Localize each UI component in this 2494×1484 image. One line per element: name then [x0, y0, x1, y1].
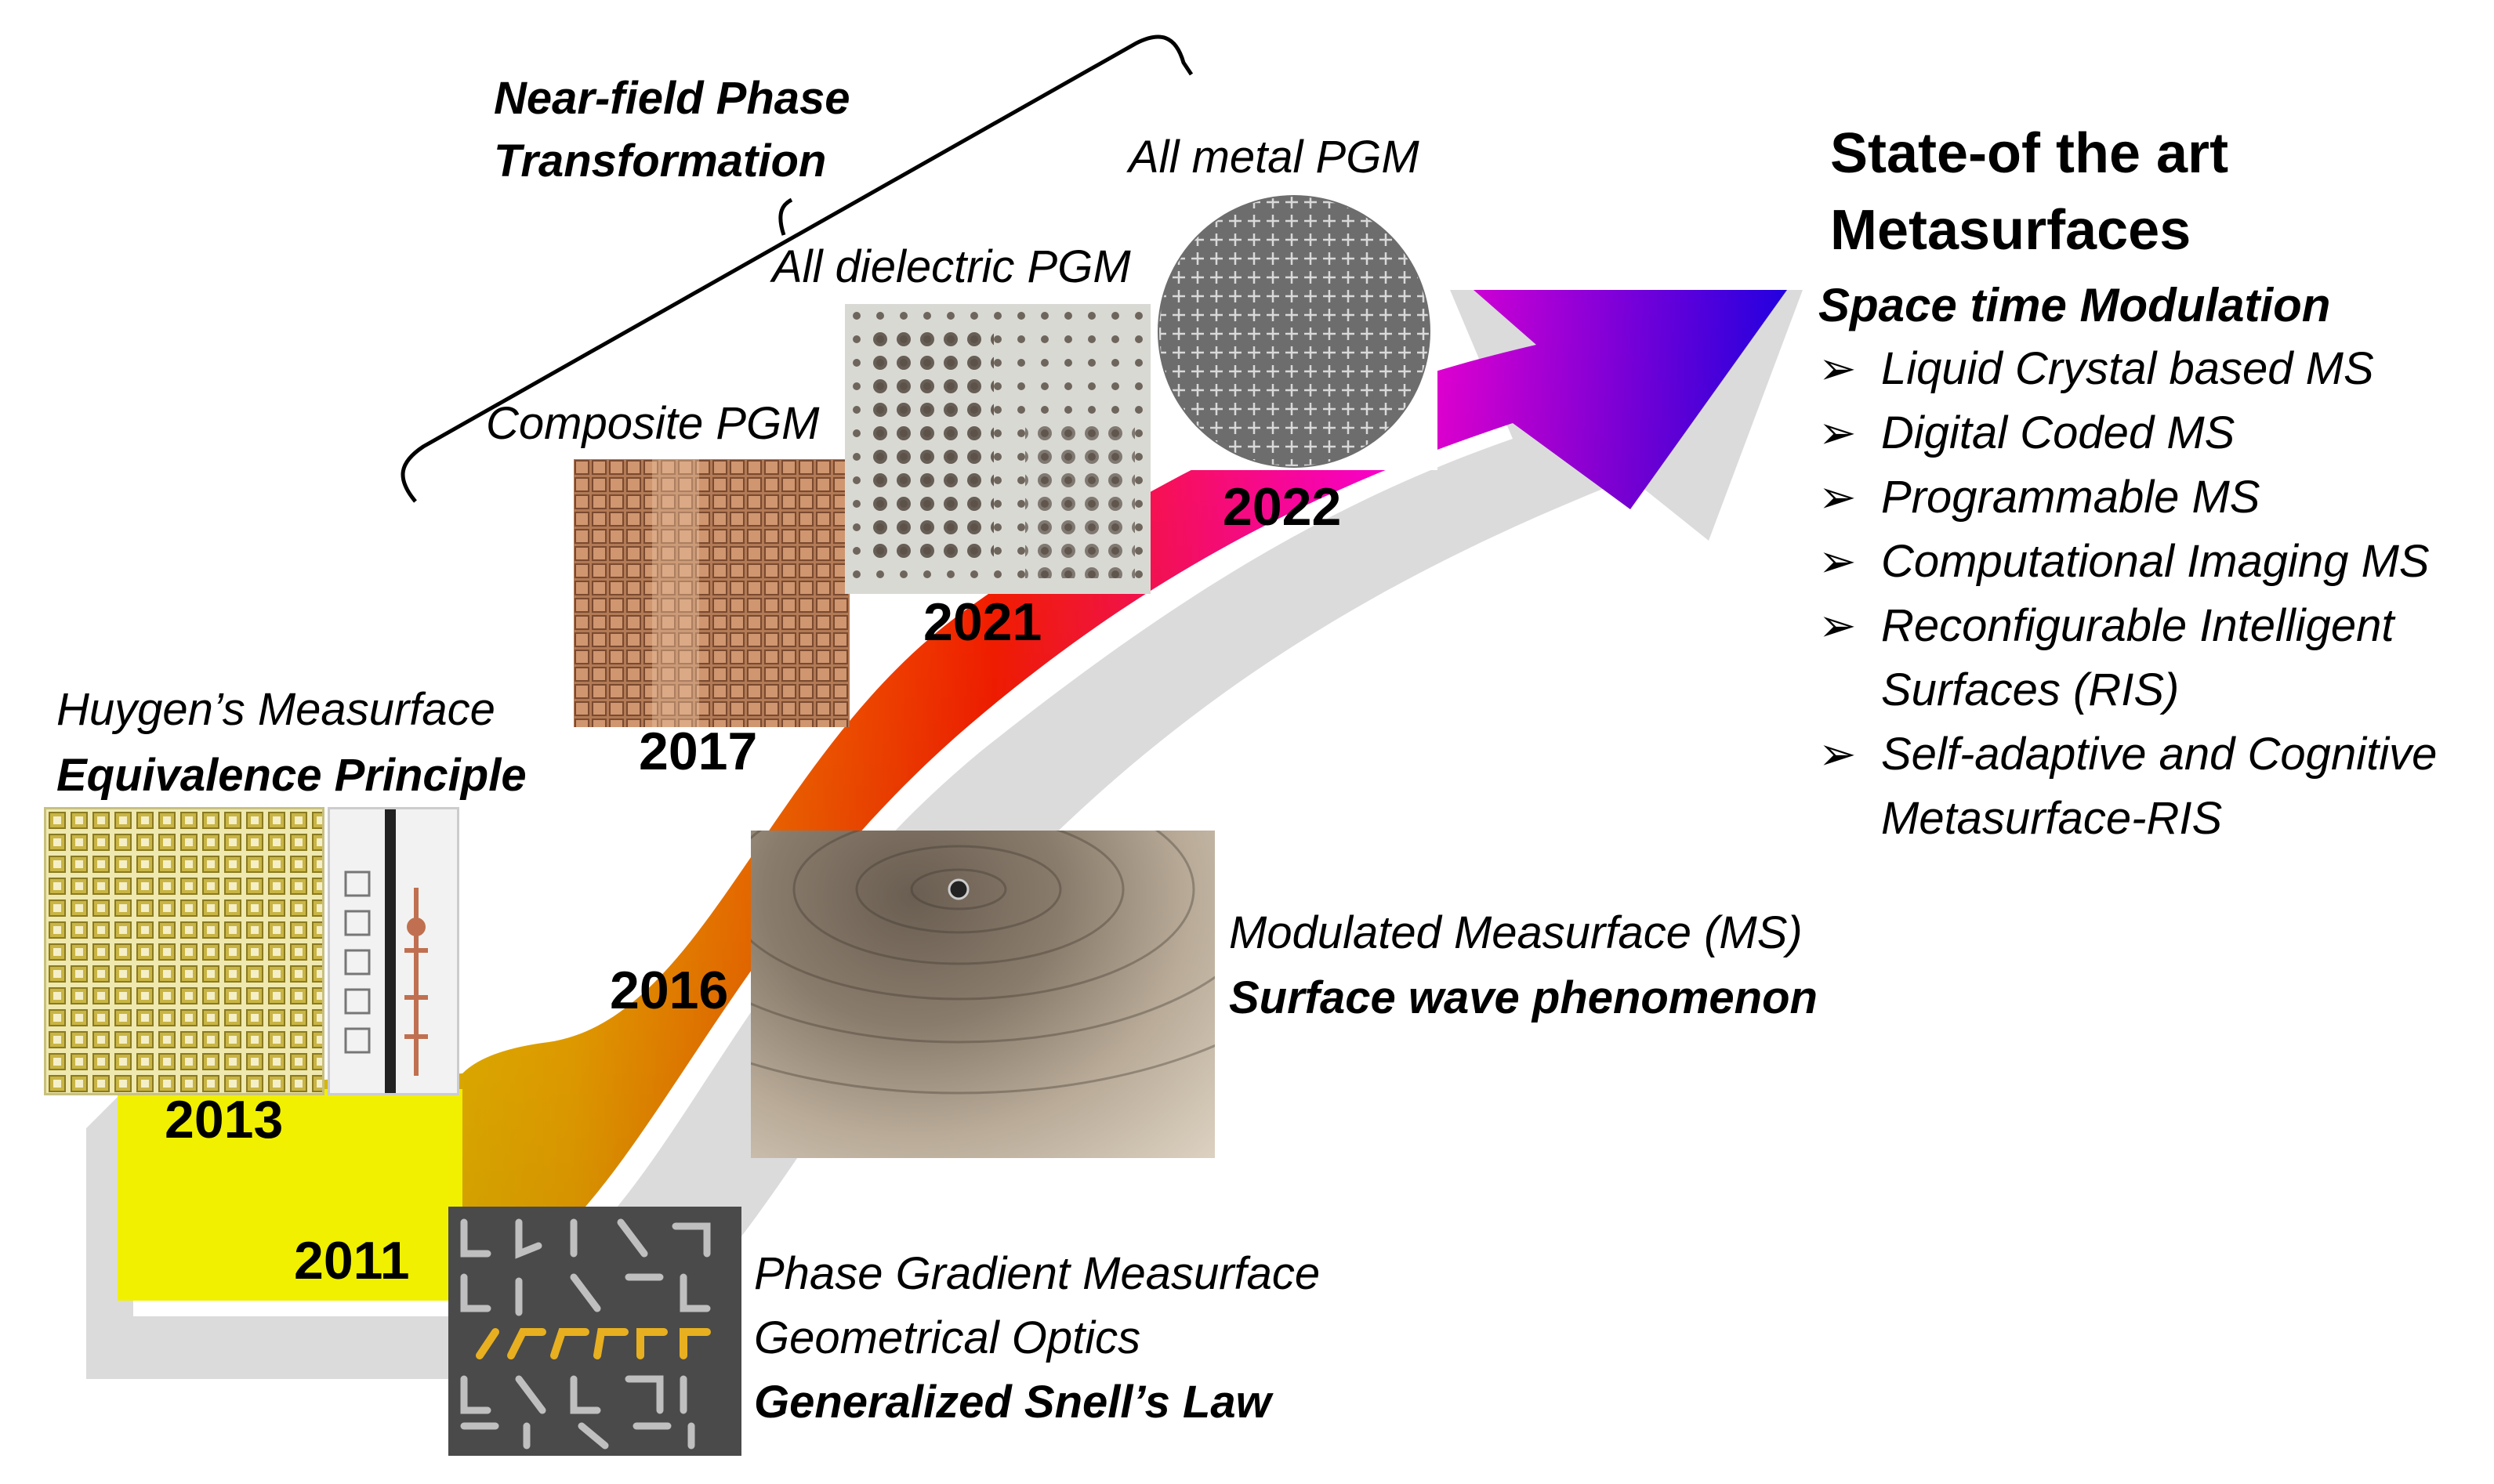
photo-2013-unit-cell: [328, 807, 459, 1095]
sota-list: ➢Liquid Crystal based MS ➢Digital Coded …: [1818, 337, 2437, 851]
year-2011: 2011: [294, 1231, 410, 1290]
year-2013: 2013: [165, 1090, 284, 1149]
year-2021: 2021: [923, 592, 1042, 652]
bullet-arrow-icon: ➢: [1818, 729, 1857, 780]
bullet-arrow-icon: ➢: [1818, 600, 1857, 651]
photo-2011-sem-antennas: [448, 1207, 741, 1456]
sota-item-continued: Metasurface-RIS: [1881, 793, 2223, 844]
milestone-2016-line1: Modulated Measurface (MS): [1229, 907, 1803, 958]
caption-2017: Composite PGM: [486, 398, 820, 449]
sota-subtitle: Space time Modulation: [1818, 279, 2331, 331]
year-2022: 2022: [1223, 477, 1342, 537]
caption-2022: All metal PGM: [1129, 132, 1419, 183]
year-2017: 2017: [639, 722, 758, 781]
sota-title-line1: State-of the art: [1830, 122, 2229, 185]
sota-item: ➢Computational Imaging MS: [1818, 530, 2437, 594]
milestone-2011-line2: Geometrical Optics: [754, 1312, 1141, 1363]
bullet-arrow-icon: ➢: [1818, 536, 1857, 587]
bracket: [401, 34, 1194, 503]
milestone-2011-line3: Generalized Snell’s Law: [754, 1377, 1271, 1428]
photo-2013-huygens-array: [44, 807, 324, 1095]
milestone-2016-line2: Surface wave phenomenon: [1229, 972, 1818, 1023]
sota-title-line2: Metasurfaces: [1830, 199, 2191, 262]
sota-item-continued: Surfaces (RIS): [1881, 664, 2180, 715]
bracket-label-line2: Transformation: [494, 136, 827, 186]
bracket-label-line1: Near-field Phase: [494, 73, 850, 124]
sota-item: ➢Programmable MS: [1818, 465, 2437, 530]
sota-item: ➢Self-adaptive and Cognitive: [1818, 722, 2437, 787]
sota-item: ➢Reconfigurable Intelligent: [1818, 594, 2437, 658]
bullet-arrow-icon: ➢: [1818, 472, 1857, 523]
photo-2016-modulated-ms: [751, 831, 1215, 1158]
bullet-arrow-icon: ➢: [1818, 407, 1857, 458]
arrow-shading: [118, 290, 1787, 1301]
milestone-2013-line1: Huygen’s Measurface: [56, 684, 495, 735]
step-2011: [118, 1089, 462, 1301]
year-2016: 2016: [610, 961, 729, 1020]
sota-item: ➢Digital Coded MS: [1818, 401, 2437, 465]
bullet-arrow-icon: ➢: [1818, 343, 1857, 394]
caption-2021: All dielectric PGM: [772, 241, 1131, 292]
milestone-2013-line2: Equivalence Principle: [56, 750, 527, 801]
photo-2021-dielectric-pgm: [845, 304, 1151, 594]
milestone-2011-line1: Phase Gradient Measurface: [754, 1248, 1321, 1299]
photo-2017-composite-pgm: [574, 459, 850, 727]
sota-item: ➢Liquid Crystal based MS: [1818, 337, 2437, 401]
photo-2022-metal-pgm: [1151, 193, 1437, 470]
